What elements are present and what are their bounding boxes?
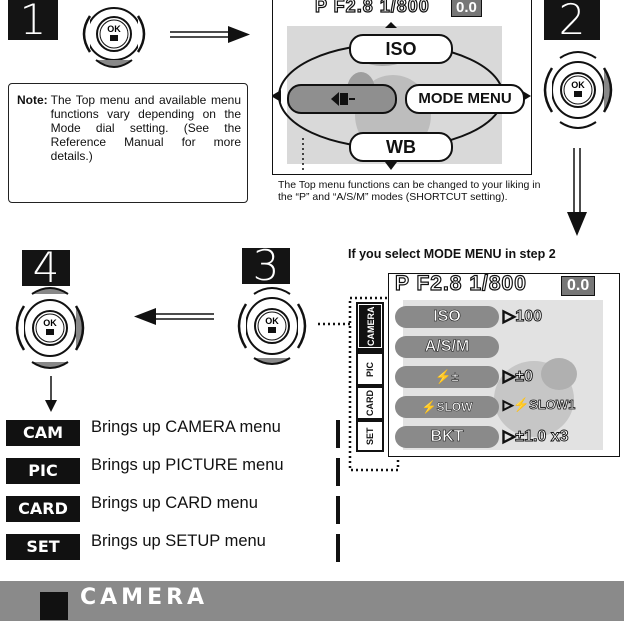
arrow-pad-step-3[interactable]: OK [226,280,318,372]
mode-menu-heading: If you select MODE MENU in step 2 [348,247,556,261]
menu-desc-card: Brings up CARD menu [91,494,258,512]
flash-icon [331,92,355,106]
mode-ev: 0.0 [561,276,596,296]
menu-item-value: ▷⚡SLOW1 [503,397,576,413]
menu-tab-strip: CAMERA PIC CARD SET [356,302,384,452]
menu-row-cam: CAM Brings up CAMERA menu [6,418,342,476]
arrow-pad-step-2[interactable]: OK [532,44,624,136]
menu-desc-set: Brings up SETUP menu [91,532,266,550]
menu-item-label: ISO [395,306,499,328]
menu-item-iso[interactable]: ISO ▷100 [395,306,619,330]
arrow-pad-step-1[interactable]: OK [68,0,160,74]
mode-menu-screen: P F2.8 1/800 0.0 ISO ▷100 A/S/M ⚡± ▷±0 ⚡… [388,271,620,457]
top-ev: 0.0 [451,0,482,17]
top-status: P F2.8 1/800 [314,0,430,17]
dotted-connector [318,296,400,472]
menu-desc-cam: Brings up CAMERA menu [91,418,281,436]
note-label: Note: [17,93,48,107]
menu-row-pic: PIC Brings up PICTURE menu [6,456,342,514]
top-menu-screen: P F2.8 1/800 0.0 ISO MODE MENU WB [272,0,532,175]
step-2-number: 2 [544,0,600,41]
tab-pic[interactable]: PIC [358,354,382,384]
menu-item-label: ⚡± [395,366,499,388]
menu-item-value: ▷100 [503,308,543,326]
mode-menu-button[interactable]: MODE MENU [405,84,525,114]
menu-desc-pic: Brings up PICTURE menu [91,456,284,474]
arrow-right-icon [170,26,250,43]
note-box: Note: The Top menu and available menu fu… [8,83,248,203]
section-marker-icon [40,592,68,620]
menu-item-bkt[interactable]: BKT ▷±1.0 x3 [395,426,619,450]
arrow-pad-step-4[interactable]: OK [4,278,96,378]
menu-item-label: ⚡SLOW [395,396,499,418]
divider [336,458,340,486]
dog-silhouette [494,358,577,437]
menu-item-label: A/S/M [395,336,499,358]
note-text: The Top menu and available menu function… [50,93,241,163]
menu-item-value: ▷±1.0 x3 [503,428,569,446]
menu-item-asm[interactable]: A/S/M [395,336,619,360]
flash-mode-button[interactable] [287,84,397,114]
iso-button[interactable]: ISO [349,34,453,64]
menu-code-pic: PIC [6,458,80,484]
ok-label: OK [43,318,57,328]
menu-row-set: SET Brings up SETUP menu [6,532,342,590]
menu-code-cam: CAM [6,420,80,446]
menu-item-flash-comp[interactable]: ⚡± ▷±0 [395,366,619,390]
step-1-number: 1 [8,0,58,41]
step-4-number: 4 [22,247,70,289]
mode-status: P F2.8 1/800 [394,271,527,295]
ok-label: OK [107,24,121,34]
divider [336,496,340,524]
arrow-down-icon [45,376,57,412]
section-footer: CAMERA [0,581,624,621]
tab-card[interactable]: CARD [358,388,382,418]
menu-item-slow-sync[interactable]: ⚡SLOW ▷⚡SLOW1 [395,396,619,420]
menu-item-label: BKT [395,426,499,448]
menu-code-card: CARD [6,496,80,522]
menu-row-card: CARD Brings up CARD menu [6,494,342,552]
arrow-down-icon [567,148,587,236]
divider [336,534,340,562]
tab-set[interactable]: SET [358,422,382,450]
menu-list: CAM Brings up CAMERA menu PIC Brings up … [6,418,346,578]
ok-label: OK [265,316,279,326]
step-3-number: 3 [242,245,290,287]
divider [336,420,340,448]
menu-item-value: ▷±0 [503,368,534,386]
tab-camera[interactable]: CAMERA [358,304,382,348]
menu-code-set: SET [6,534,80,560]
shortcut-caption: The Top menu functions can be changed to… [278,179,541,203]
section-title: CAMERA [80,585,209,610]
ok-label: OK [571,80,585,90]
wb-button[interactable]: WB [349,132,453,162]
arrow-left-icon [134,308,214,325]
